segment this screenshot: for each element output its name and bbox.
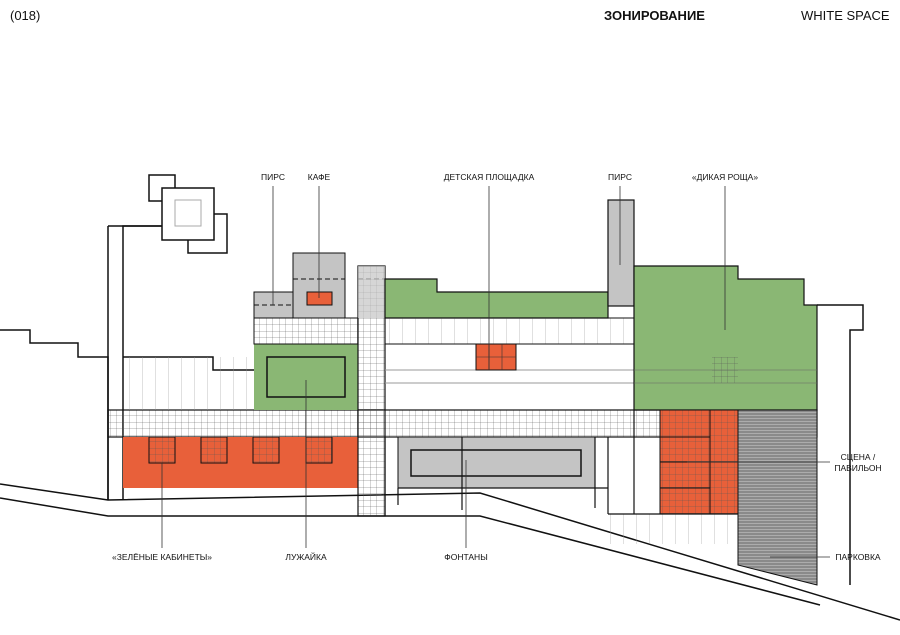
label-pier-left: ПИРС: [261, 172, 285, 182]
label-lawn: ЛУЖАЙКА: [285, 552, 327, 562]
label-playground: ДЕТСКАЯ ПЛОЩАДКА: [443, 172, 535, 182]
label-stage-line1: СЦЕНА /: [840, 452, 876, 462]
label-green-cabinets: «ЗЕЛЁНЫЕ КАБИНЕТЫ»: [111, 552, 213, 562]
label-stage: СЦЕНА / ПАВИЛЬОН: [834, 452, 881, 474]
page-title: ЗОНИРОВАНИЕ: [604, 8, 705, 23]
label-pier-right: ПИРС: [608, 172, 632, 182]
brand-name: WHITE SPACE: [801, 8, 890, 23]
label-fountains: ФОНТАНЫ: [444, 552, 488, 562]
label-parking: ПАРКОВКА: [835, 552, 881, 562]
label-cafe: КАФЕ: [307, 172, 331, 182]
label-stage-line2: ПАВИЛЬОН: [834, 463, 882, 473]
page-number: (018): [10, 8, 41, 23]
label-wild-grove: «ДИКАЯ РОЩА»: [691, 172, 759, 182]
